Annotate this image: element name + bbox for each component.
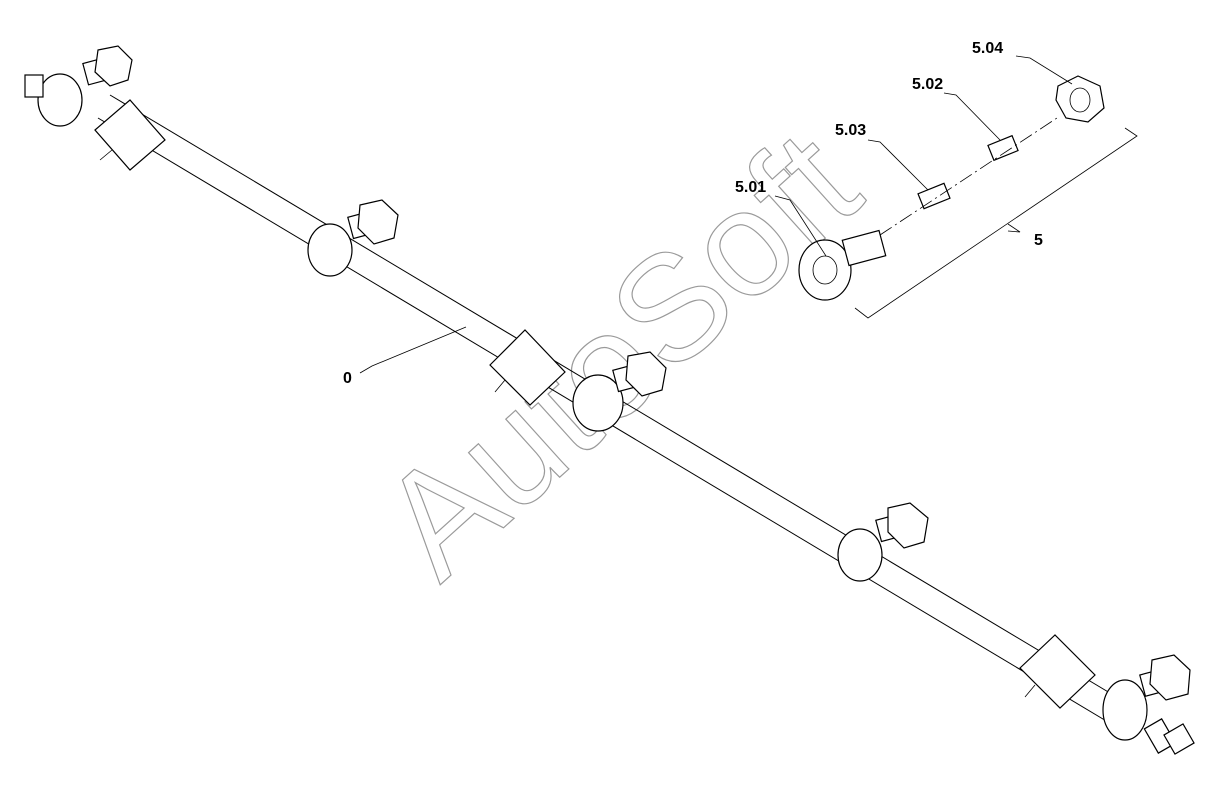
- pipe-bracket: [94, 99, 166, 171]
- assembly-5-bracket: [854, 127, 1138, 319]
- callout-0: 0: [343, 370, 352, 387]
- part-5-02-nozzle-tip: [987, 134, 1019, 162]
- callout-5-01: 5.01: [735, 179, 767, 196]
- leader-lines: [359, 55, 1073, 374]
- pipe-end-fitting: [1143, 718, 1195, 755]
- pipe-bracket: [489, 329, 566, 406]
- callout-5-03: 5.03: [835, 122, 867, 139]
- pipe-bracket: [1019, 634, 1096, 709]
- part-5-03-insert: [917, 182, 951, 210]
- nozzle-holder: [572, 351, 667, 432]
- part-5-04-cap-nut: [1055, 75, 1105, 123]
- watermark-text: AutoSoft: [349, 99, 889, 609]
- nozzle-holder: [24, 45, 133, 127]
- callout-5: 5: [1034, 232, 1043, 249]
- nozzle-holder: [837, 502, 929, 582]
- part-5-01-holder: [798, 229, 887, 301]
- nozzle-holder: [307, 199, 399, 277]
- callout-5-04: 5.04: [972, 40, 1004, 57]
- callout-5-02: 5.02: [912, 76, 944, 93]
- nozzle-holder: [1102, 654, 1191, 741]
